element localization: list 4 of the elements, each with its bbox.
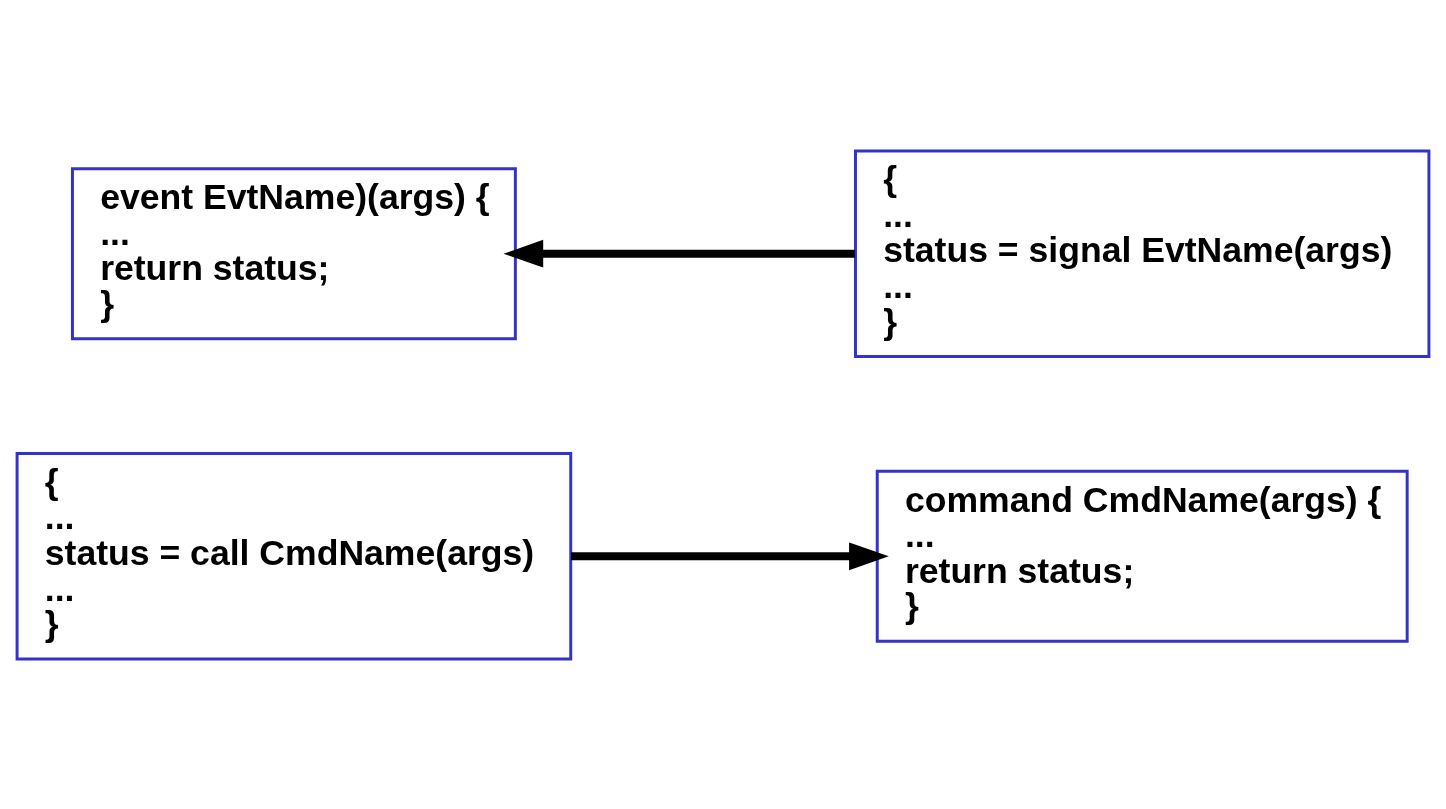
node-box: command CmdName(args) { ... return status; } bbox=[875, 469, 1409, 643]
node-box: event EvtName)(args) { ... return status; } bbox=[70, 166, 517, 340]
node-box: { ... status = signal EvtName(args) ... } bbox=[854, 148, 1431, 358]
node-box: { ... status = call CmdName(args) ... } bbox=[15, 451, 573, 661]
